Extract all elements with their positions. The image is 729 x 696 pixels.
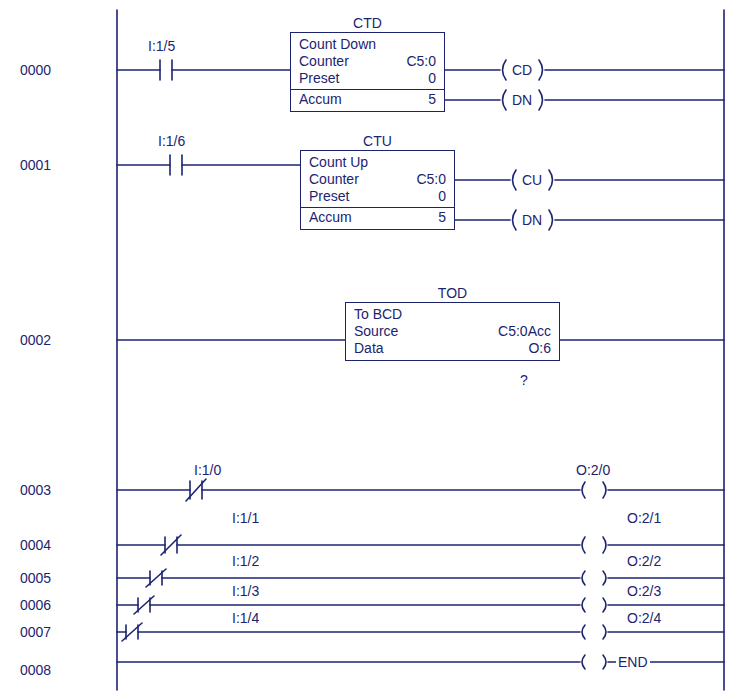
rung-number: 0001: [18, 157, 53, 173]
rung-0003: [117, 479, 724, 501]
instruction-row: Preset 0: [299, 70, 436, 87]
left-rail: [116, 10, 118, 690]
address-label: O:2/1: [625, 510, 663, 526]
instruction-row: To BCD: [354, 306, 551, 323]
instruction-field: C5:0: [416, 171, 446, 188]
instruction-field: Count Down: [299, 36, 376, 53]
instruction-field: Preset: [309, 188, 349, 205]
instruction-field: To BCD: [354, 306, 402, 323]
instruction-row: Accum 5: [299, 91, 436, 108]
rung-number: 0008: [18, 662, 53, 678]
instruction-field: Source: [354, 323, 398, 340]
instruction-field: Count Up: [309, 154, 368, 171]
instruction-field: 5: [438, 209, 446, 226]
instruction-mnemonic: CTU: [301, 133, 454, 151]
count-up-instruction: CTUCount UpCounterC5:0Preset0Accum5: [300, 150, 455, 230]
instruction-field: Counter: [309, 171, 359, 188]
coil-label: CU: [520, 172, 544, 188]
instruction-row: Preset 0: [309, 188, 446, 205]
instruction-field: 5: [428, 91, 436, 108]
instruction-row: Source C5:0Acc: [354, 323, 551, 340]
divider-line: [291, 89, 444, 90]
instruction-field: Accum: [299, 91, 342, 108]
address-label: I:1/5: [146, 38, 177, 54]
rung-number: 0004: [18, 537, 53, 553]
end-instruction: END: [616, 654, 650, 670]
instruction-field: O:6: [528, 340, 551, 357]
instruction-field: Preset: [299, 70, 339, 87]
address-label: I:1/3: [230, 583, 261, 599]
address-label: I:1/1: [230, 510, 261, 526]
count-down-instruction: CTDCount DownCounterC5:0Preset0Accum5: [290, 32, 445, 112]
coil-label: CD: [510, 62, 534, 78]
instruction-row: Count Down: [299, 36, 436, 53]
instruction-field: 0: [438, 188, 446, 205]
coil-label: DN: [510, 92, 534, 108]
instruction-row: Data O:6: [354, 340, 551, 357]
rung-0008: [117, 655, 724, 669]
instruction-field: C5:0: [406, 53, 436, 70]
address-label: O:2/3: [625, 583, 663, 599]
rung-number: 0002: [18, 332, 53, 348]
address-label: O:2/0: [574, 462, 612, 478]
rung-number: 0007: [18, 624, 53, 640]
to-bcd-instruction: TODTo BCDSourceC5:0AccDataO:6: [345, 302, 560, 361]
note-mark: ?: [518, 372, 530, 388]
instruction-field: Counter: [299, 53, 349, 70]
instruction-row: Count Up: [309, 154, 446, 171]
address-label: I:1/4: [230, 610, 261, 626]
instruction-field: C5:0Acc: [498, 323, 551, 340]
right-rail: [723, 10, 725, 690]
address-label: I:1/2: [230, 553, 261, 569]
rung-number: 0000: [18, 62, 53, 78]
instruction-mnemonic: TOD: [346, 285, 559, 303]
rung-0004: [117, 535, 724, 555]
instruction-row: Counter C5:0: [309, 171, 446, 188]
instruction-row: Counter C5:0: [299, 53, 436, 70]
instruction-field: Accum: [309, 209, 352, 226]
address-label: O:2/4: [625, 610, 663, 626]
instruction-row: Accum 5: [309, 209, 446, 226]
rung-number: 0006: [18, 597, 53, 613]
instruction-field: Data: [354, 340, 384, 357]
instruction-mnemonic: CTD: [291, 15, 444, 33]
rung-number: 0005: [18, 570, 53, 586]
address-label: I:1/0: [192, 462, 223, 478]
coil-label: DN: [520, 212, 544, 228]
instruction-field: 0: [428, 70, 436, 87]
divider-line: [301, 207, 454, 208]
address-label: O:2/2: [625, 553, 663, 569]
address-label: I:1/6: [156, 133, 187, 149]
rung-number: 0003: [18, 482, 53, 498]
